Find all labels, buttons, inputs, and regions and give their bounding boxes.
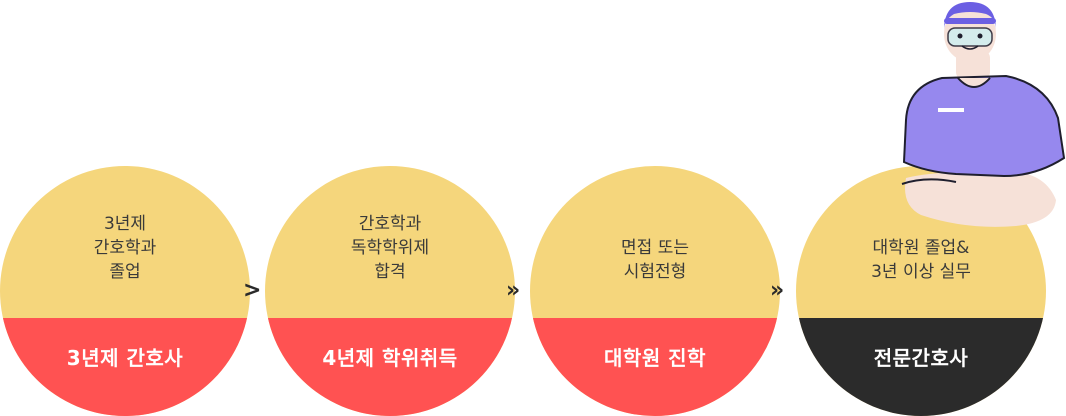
step-2-upper: 간호학과 독학학위제 합격 [265, 166, 515, 318]
step-circle-3: 면접 또는 시험전형 대학원 진학 [530, 166, 780, 416]
step-4-upper: 대학원 졸업& 3년 이상 실무 [796, 166, 1046, 318]
step-2-description: 간호학과 독학학위제 합격 [350, 214, 430, 282]
arrow-1-icon: > [243, 278, 262, 303]
nurse-eye-left [957, 33, 963, 39]
step-circle-1: 3년제 간호학과 졸업 3년제 간호사 [0, 166, 250, 416]
step-1-title: 3년제 간호사 [66, 346, 184, 370]
step-3-description: 면접 또는 시험전형 [621, 238, 689, 282]
step-4-lower: 전문간호사 [796, 318, 1046, 416]
step-3-lower: 대학원 진학 [530, 318, 780, 416]
nurse-vneck [957, 77, 991, 88]
step-3-title: 대학원 진학 [604, 346, 706, 370]
step-1-description: 3년제 간호학과 졸업 [93, 214, 157, 282]
step-2-title: 4년제 학위취득 [322, 346, 458, 370]
step-3-upper: 면접 또는 시험전형 [530, 166, 780, 318]
nurse-arm [905, 171, 1056, 227]
arrow-3-icon: » [770, 278, 784, 303]
step-2-lower: 4년제 학위취득 [265, 318, 515, 416]
nurse-hair [944, 2, 996, 30]
nurse-pocket [938, 108, 964, 112]
nurse-headband [944, 18, 996, 24]
nurse-scrubs [902, 74, 1066, 178]
nurse-eye-right [977, 33, 983, 39]
step-circle-2: 간호학과 독학학위제 합격 4년제 학위취득 [265, 166, 515, 416]
nurse-illustration [901, 2, 1066, 227]
nurse-glasses [947, 27, 993, 47]
step-1-upper: 3년제 간호학과 졸업 [0, 166, 250, 318]
step-4-description: 대학원 졸업& 3년 이상 실무 [871, 238, 971, 282]
nurse-forearm [901, 178, 957, 185]
step-1-lower: 3년제 간호사 [0, 318, 250, 416]
step-4-title: 전문간호사 [873, 346, 969, 370]
arrow-2-icon: » [506, 278, 520, 303]
nurse-smile [961, 45, 979, 50]
